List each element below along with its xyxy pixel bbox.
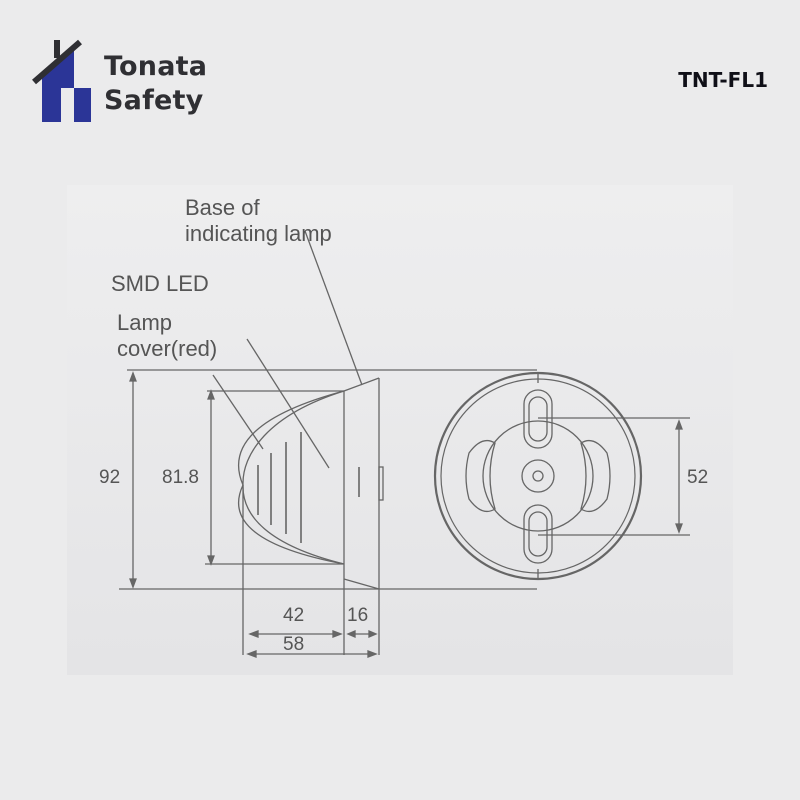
lamp-dimension-drawing (119, 230, 690, 658)
dim-mount-spacing: 52 (687, 467, 709, 488)
dimension-drawing-panel: Base of indicating lamp SMD LED Lamp cov… (67, 185, 733, 675)
label-lamp-cover: Lamp cover(red) (117, 310, 217, 362)
dim-base-depth: 16 (347, 605, 369, 626)
model-number: TNT-FL1 (678, 68, 768, 92)
house-logo-icon (32, 39, 91, 122)
label-smd-led: SMD LED (111, 271, 209, 296)
dim-total-depth: 58 (283, 634, 305, 655)
label-line: Base of (185, 195, 260, 220)
dim-cover-height: 81.8 (162, 467, 199, 488)
brand-name-line-1: Tonata (104, 51, 208, 82)
label-line: cover(red) (117, 336, 218, 361)
dim-total-height: 92 (99, 467, 121, 488)
brand-name-line-2: Safety (104, 85, 204, 116)
label-line: indicating lamp (185, 221, 332, 246)
label-line: Lamp (117, 310, 173, 335)
dim-cover-depth: 42 (283, 605, 305, 626)
brand-logo: Tonata Safety (30, 38, 220, 128)
label-base-of-indicating-lamp: Base of indicating lamp (185, 195, 332, 247)
